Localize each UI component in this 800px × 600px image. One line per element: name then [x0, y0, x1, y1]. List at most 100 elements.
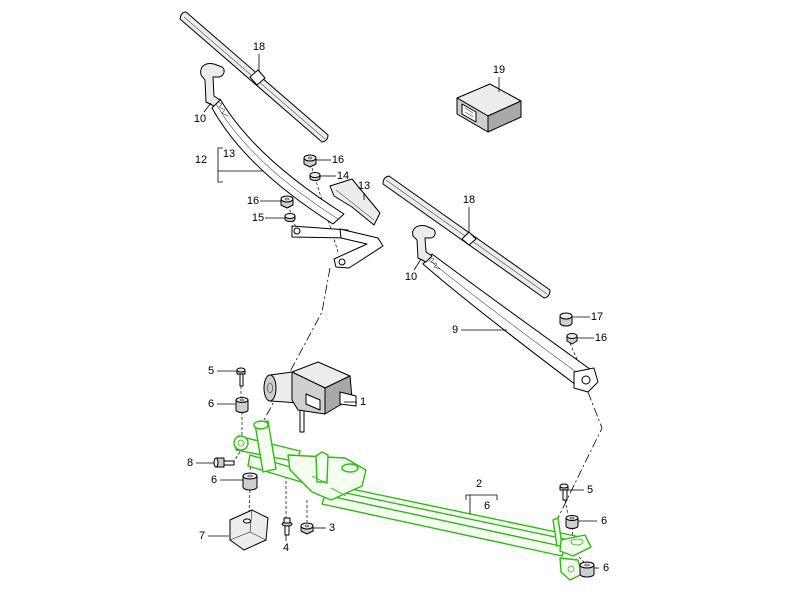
- callout-arm-group-left[interactable]: 12: [195, 154, 207, 166]
- centerline-right-arm: [557, 391, 603, 519]
- arm-hook: [412, 225, 436, 263]
- callout-wiper-blade-left[interactable]: 18: [253, 41, 265, 53]
- grommet-side: [235, 400, 249, 413]
- callout-grommet-right-upper[interactable]: 6: [601, 515, 607, 527]
- callout-washer-left-upper[interactable]: 14: [337, 170, 349, 182]
- callout-arm-group-left-sub[interactable]: 13: [223, 148, 235, 160]
- arm-spring: [215, 100, 229, 117]
- frame-right-foot-hole: [567, 565, 575, 573]
- leader-line: [413, 258, 422, 271]
- grommet-bore: [239, 398, 245, 402]
- wiper-linkage-frame: [233, 420, 592, 581]
- nut-top: [300, 522, 314, 530]
- nut-top: [303, 154, 317, 162]
- washer-left-lower: [284, 213, 296, 222]
- bolt-head-top: [559, 483, 569, 489]
- arm-spring: [427, 256, 441, 270]
- arm-shaft-edge: [215, 103, 339, 220]
- group-bracket: [465, 494, 498, 500]
- callout-wiper-blade-right[interactable]: 18: [463, 194, 475, 206]
- arm-head-hole: [581, 375, 591, 385]
- grommet-top: [565, 515, 579, 521]
- nut-top: [566, 333, 578, 339]
- arm-shaft: [211, 98, 345, 225]
- motor-end-cap: [263, 374, 277, 402]
- callout-screw-side[interactable]: 8: [187, 457, 193, 469]
- bolt-head-top: [236, 367, 246, 373]
- frame-tower: [315, 451, 329, 483]
- group-bracket: [217, 147, 223, 183]
- grommet-middle: [242, 472, 258, 491]
- grommet-side: [242, 476, 258, 491]
- wiper-arm-left: [200, 63, 384, 269]
- nut-top: [280, 195, 294, 203]
- callout-nut-left-lower[interactable]: 16: [247, 195, 259, 207]
- bracket-hole: [243, 518, 251, 524]
- grommet-top: [242, 472, 258, 480]
- wiper-blade-right: [382, 175, 551, 299]
- leader-line: [203, 102, 212, 113]
- callout-washer-left-lower[interactable]: 15: [252, 212, 264, 224]
- callout-bolt-right[interactable]: 5: [587, 484, 593, 496]
- nut-bore: [284, 197, 290, 201]
- leader-lines: [196, 54, 599, 569]
- callout-wiper-motor[interactable]: 1: [360, 396, 366, 408]
- bracket-plate: [229, 509, 269, 551]
- grommet-bore: [584, 563, 590, 567]
- nut-left-upper: [303, 154, 317, 168]
- callout-mounting-bracket[interactable]: 7: [199, 530, 205, 542]
- callout-arm-hook-right[interactable]: 10: [405, 271, 417, 283]
- callout-nut-bottom[interactable]: 3: [329, 522, 335, 534]
- frame-left-eye: [233, 435, 249, 451]
- wiper-arm-right: [412, 225, 599, 393]
- grommet-top: [579, 561, 595, 569]
- washer-top: [284, 213, 296, 219]
- arm-spoiler: [329, 178, 381, 226]
- motor-connector: [305, 393, 321, 411]
- cap-top: [559, 312, 573, 320]
- callout-nut-right[interactable]: 16: [595, 332, 607, 344]
- blade-connector: [461, 231, 477, 246]
- callout-nut-left-upper[interactable]: 16: [332, 154, 344, 166]
- callouts: 18 19 10 12 13 16 14 13 16 15 18 10 17 9…: [187, 41, 609, 574]
- module-side: [487, 100, 522, 133]
- screw-side: [213, 457, 235, 468]
- blade-connector: [249, 69, 266, 86]
- callout-arm-spoiler[interactable]: 13: [358, 180, 370, 192]
- nut-left-lower: [280, 195, 294, 209]
- callout-wiper-arm-right[interactable]: 9: [452, 324, 458, 336]
- nut-bottom: [300, 522, 314, 535]
- callout-linkage-frame[interactable]: 2: [476, 478, 482, 490]
- grommet-right-upper: [565, 515, 579, 529]
- arm-base-hole: [293, 227, 301, 235]
- arm-shaft-edge: [427, 258, 588, 381]
- callout-grommet-right-lower[interactable]: 6: [603, 562, 609, 574]
- callout-cap-right[interactable]: 17: [591, 311, 603, 323]
- assembly-line-bolt-right: [564, 499, 569, 516]
- wiper-motor: [263, 361, 357, 433]
- callout-arm-hook-left[interactable]: 10: [194, 113, 206, 125]
- nut-right: [566, 333, 578, 345]
- callout-grommet-middle[interactable]: 6: [211, 474, 217, 486]
- mounting-bracket: [229, 509, 269, 551]
- bracket-fold-lines: [229, 509, 267, 541]
- motor-shaft: [299, 409, 305, 433]
- callout-linkage-frame-sub[interactable]: 6: [484, 500, 490, 512]
- bolt-upper: [236, 367, 246, 387]
- grommet-top: [235, 397, 249, 403]
- callout-grommet-upper[interactable]: 6: [208, 398, 214, 410]
- frame-right-pivot: [559, 534, 592, 557]
- frame-right-pivot-bore: [570, 538, 584, 546]
- linkage-main-tube: [321, 494, 566, 557]
- assembly-line-bracket: [248, 489, 251, 513]
- callout-bolt-upper[interactable]: 5: [208, 365, 214, 377]
- grommet-bore: [569, 516, 575, 520]
- arm-spoiler-edge: [335, 189, 375, 221]
- frame-left-pivot: [253, 420, 269, 430]
- arm-head: [333, 228, 384, 269]
- arm-head-hole: [338, 258, 346, 266]
- callout-control-module[interactable]: 19: [493, 64, 505, 76]
- callout-screw-bottom[interactable]: 4: [283, 542, 289, 554]
